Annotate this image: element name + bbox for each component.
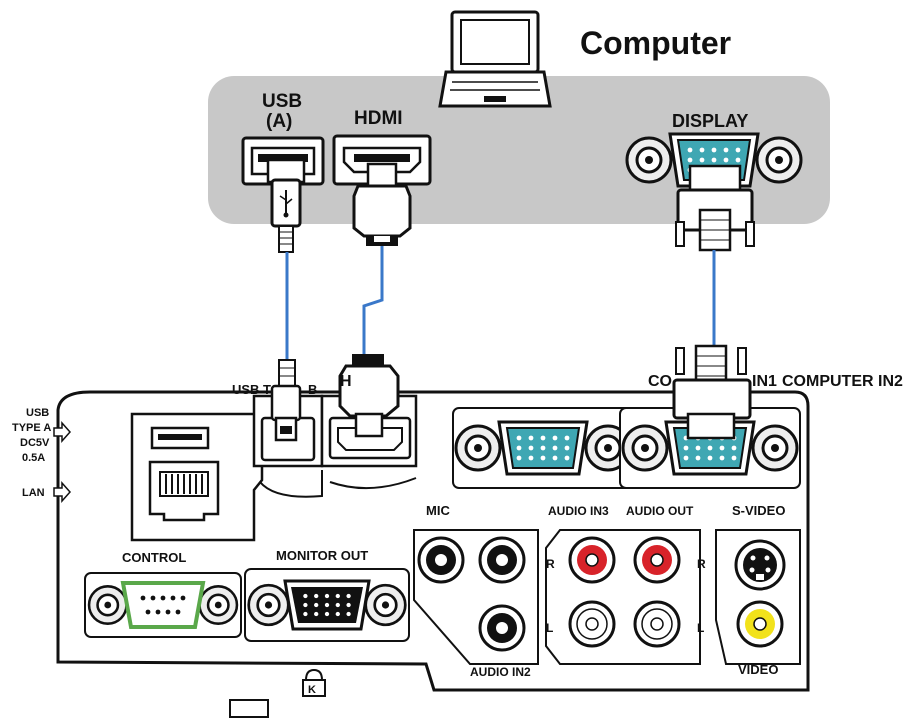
vga-plug-projector xyxy=(672,344,752,440)
audio-in3-r-jack xyxy=(568,536,616,584)
s-video-label: S-VIDEO xyxy=(732,503,785,518)
lan-label: LAN xyxy=(22,487,45,499)
audio-in2-r-jack xyxy=(478,536,526,584)
svg-text:K: K xyxy=(308,684,316,696)
security-slot xyxy=(229,699,269,718)
mic-jack xyxy=(417,536,465,584)
monitor-out-port xyxy=(244,568,410,642)
usb-b-plug xyxy=(270,359,302,442)
usb-type-b-label-left: USB T xyxy=(232,382,271,397)
arrow-right-icon xyxy=(53,481,72,503)
mic-label: MIC xyxy=(426,503,450,518)
computer-title: Computer xyxy=(580,25,731,61)
usb-type-a-label-3: DC5V xyxy=(20,437,50,449)
usb-type-a-label-1: USB xyxy=(26,407,49,419)
monitor-out-label: MONITOR OUT xyxy=(276,548,368,563)
video-panel xyxy=(715,529,801,665)
computer-in1-label-left: CO xyxy=(648,373,672,390)
hdmi-label: HDMI xyxy=(354,108,403,129)
usb-a-label-line1: USB xyxy=(262,91,302,112)
kensington-lock-icon: K xyxy=(302,668,326,697)
computer-in1-label-right: IN1 xyxy=(752,373,777,390)
audio-in2-label: AUDIO IN2 xyxy=(470,665,531,679)
hdmi-plug-projector xyxy=(338,354,400,438)
computer-hdmi-port xyxy=(332,134,432,186)
audio-in2-l-jack xyxy=(478,604,526,652)
r-label-left: R xyxy=(546,557,555,571)
usb-a-plug xyxy=(266,158,306,253)
r-label-right: R xyxy=(697,557,706,571)
usb-type-a-label-4: 0.5A xyxy=(22,452,45,464)
projector-lan-port xyxy=(148,460,220,522)
usb-trident-icon xyxy=(279,190,293,218)
audio-in3-label: AUDIO IN3 xyxy=(548,504,609,518)
audio-out-r-jack xyxy=(633,536,681,584)
hdmi-projector-label: H xyxy=(340,373,352,390)
laptop-icon xyxy=(438,10,552,108)
audio-out-label: AUDIO OUT xyxy=(626,504,694,518)
audio-in3-l-jack xyxy=(568,600,616,648)
video-label: VIDEO xyxy=(738,662,778,677)
computer-in2-port xyxy=(452,407,634,489)
cables xyxy=(285,246,716,362)
video-jack xyxy=(736,600,784,648)
control-label: CONTROL xyxy=(122,550,186,565)
audio-out-l-jack xyxy=(633,600,681,648)
s-video-port xyxy=(734,539,786,591)
usb-type-a-label-2: TYPE A xyxy=(12,422,51,434)
hdmi-plug-computer xyxy=(352,162,412,246)
audio-in3-out-panel xyxy=(545,529,701,665)
display-label: DISPLAY xyxy=(672,111,748,131)
vga-plug-computer xyxy=(675,164,755,252)
l-label-right: L xyxy=(697,621,704,635)
usb-type-b-label-right: B xyxy=(308,382,317,397)
control-port xyxy=(84,572,242,638)
computer-in1-port xyxy=(619,407,801,489)
mic-audio-panel xyxy=(413,529,539,665)
hdmi-cable xyxy=(362,246,384,358)
l-label-left: L xyxy=(546,621,553,635)
usb-a-label-line2: (A) xyxy=(266,111,292,132)
usb-lan-block xyxy=(130,412,264,542)
arrow-right-icon xyxy=(53,421,72,443)
computer-in2-label: COMPUTER IN2 xyxy=(782,373,903,390)
